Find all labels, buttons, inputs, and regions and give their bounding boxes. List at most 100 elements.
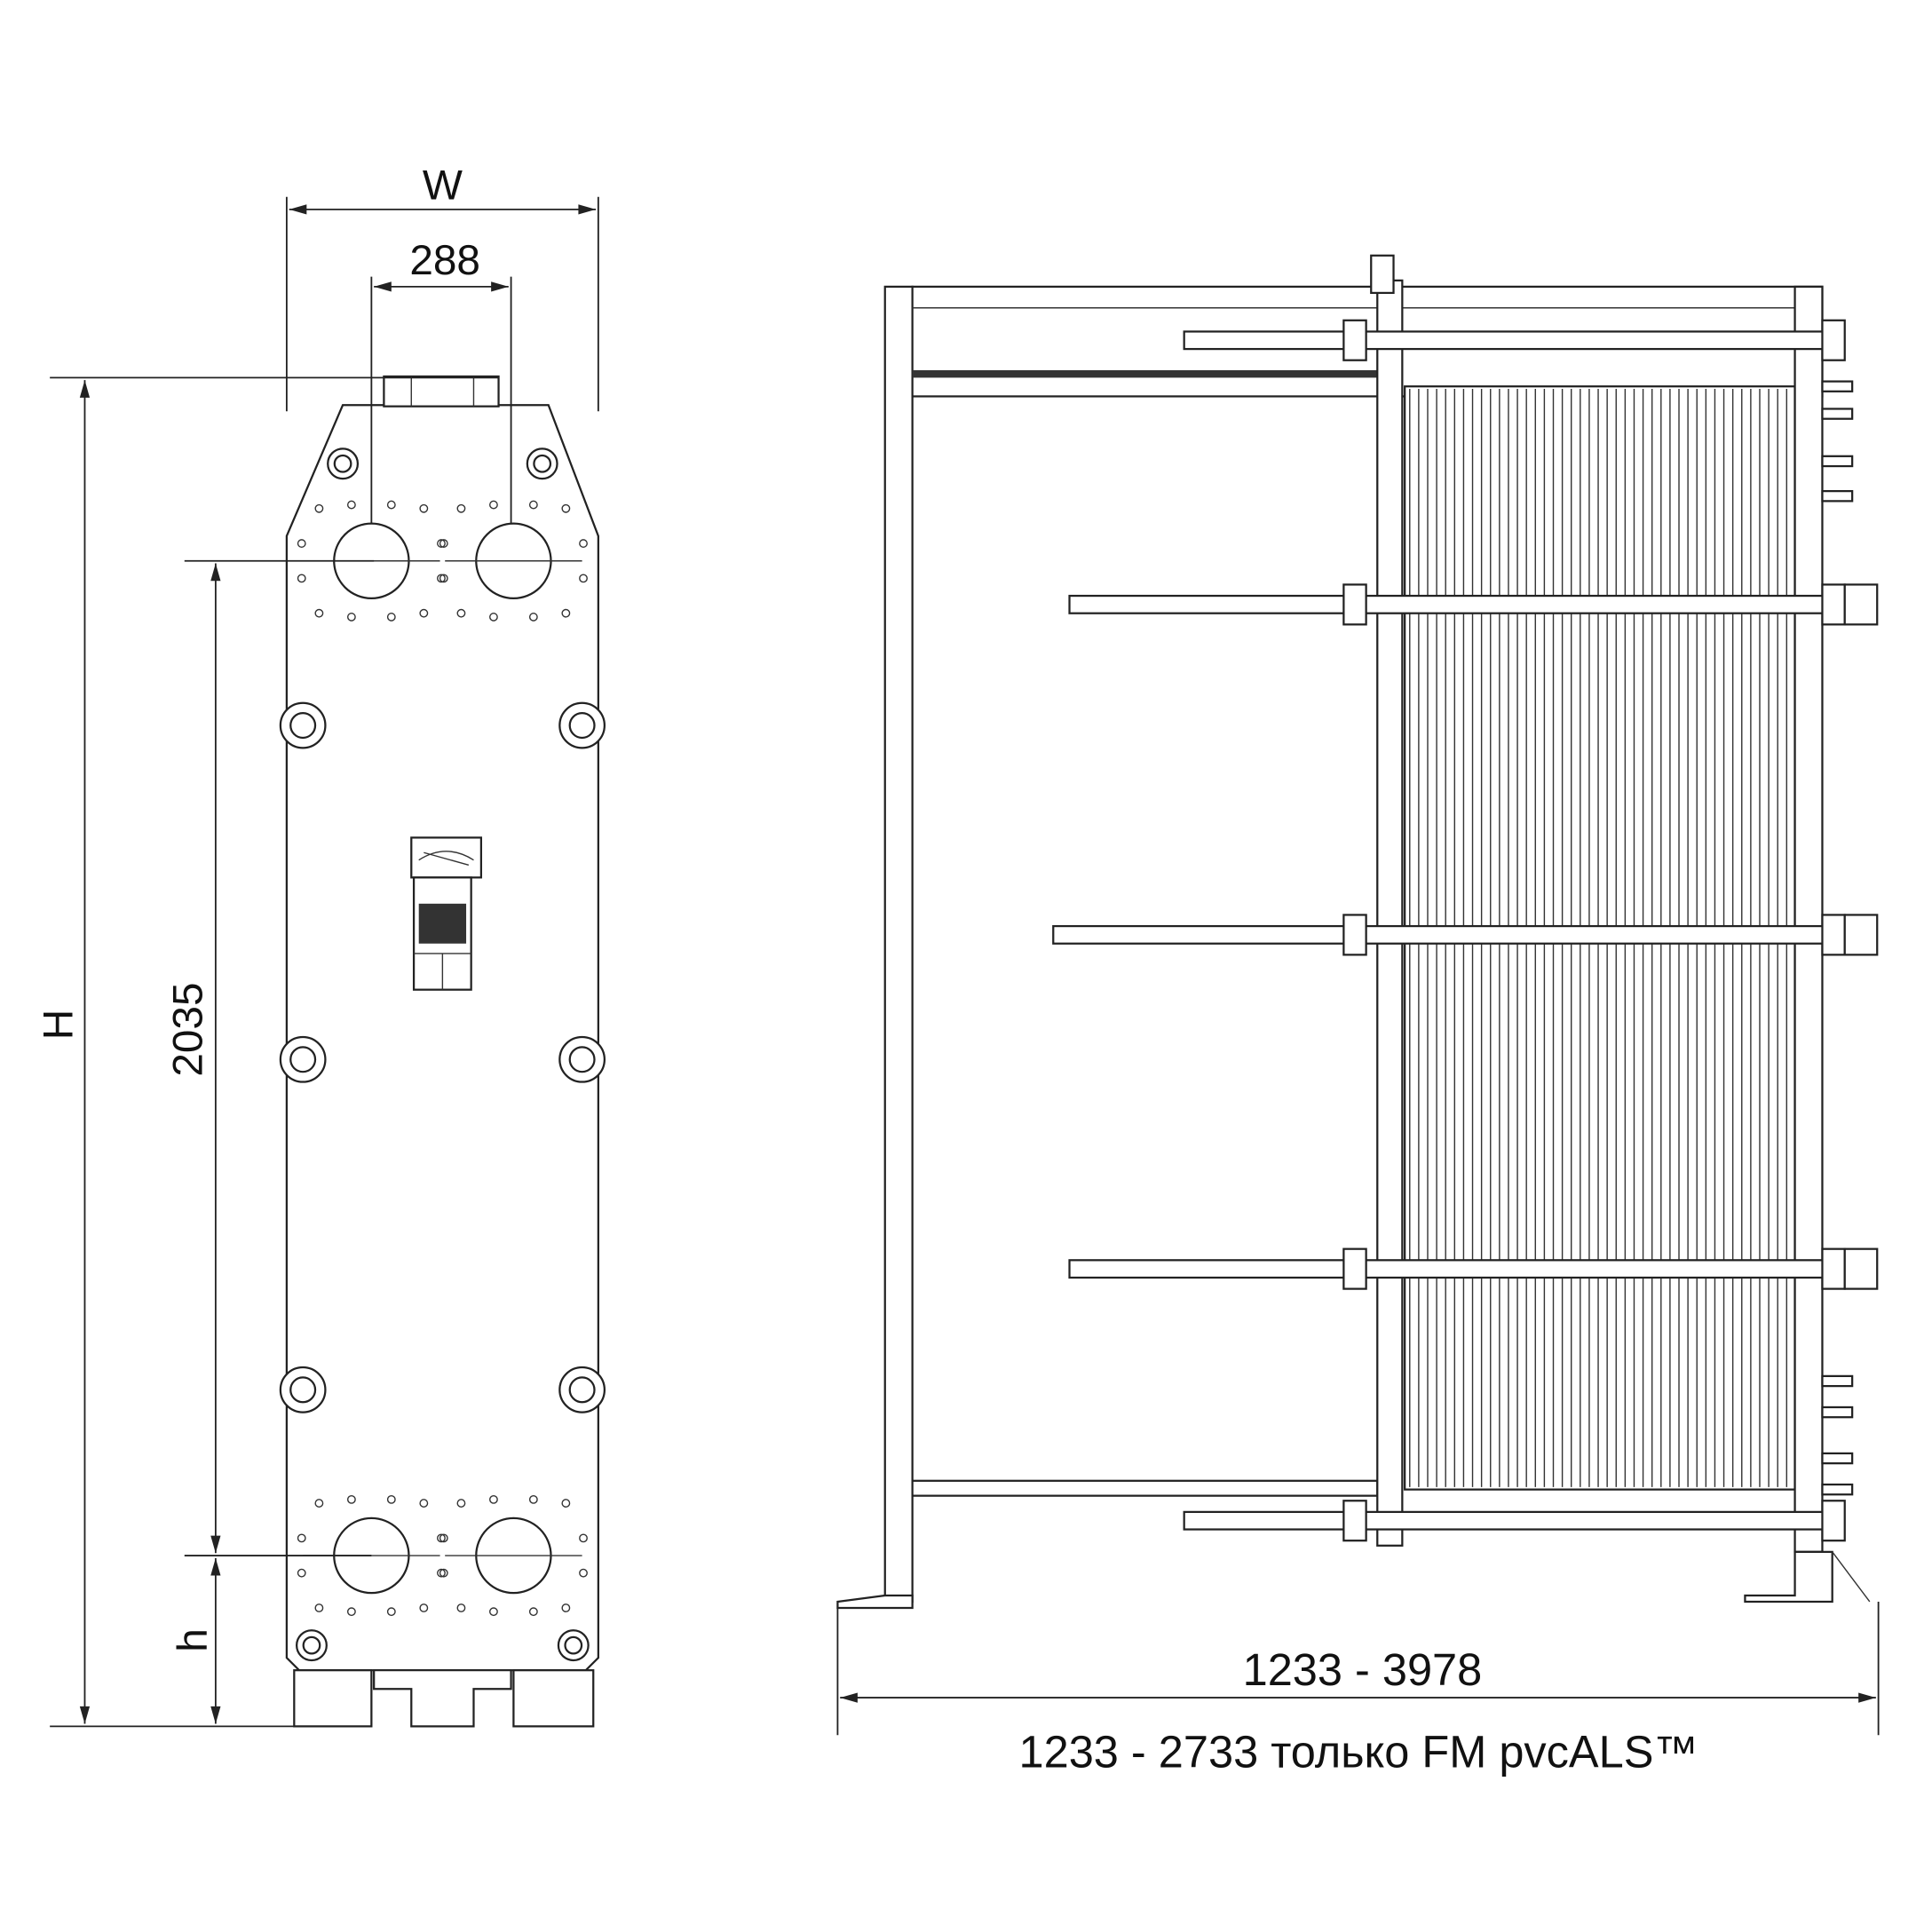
bolt-hole (386, 500, 396, 510)
frame-plate (1793, 285, 1824, 1553)
dimension-port-centers: 2035 (164, 559, 375, 1556)
tightening-bolt (558, 701, 606, 749)
bolt-hole (314, 608, 324, 618)
guiding-bar (911, 1479, 1379, 1497)
bolt-hole (419, 1499, 429, 1508)
bolt-hole (346, 613, 356, 622)
bolt-hole (439, 574, 448, 583)
top-guide-bar (383, 375, 500, 408)
bolt-hole (314, 1499, 324, 1508)
bolt-hole (528, 1494, 538, 1504)
dimension-port-height: h (170, 1557, 221, 1724)
bolt-hole (528, 1607, 538, 1617)
nut (1342, 1247, 1367, 1290)
connection-stud (1821, 490, 1854, 503)
bolt-hole (456, 608, 466, 618)
bolt-head (1843, 914, 1879, 956)
tightening-bolt-bar (1068, 594, 1833, 614)
side-view: 1233 - 3978 1233 - 2733 только FM pvcALS… (836, 254, 1880, 1778)
foot-center (373, 1669, 512, 1728)
nut (1342, 319, 1367, 361)
pressure-plate-roller (1370, 254, 1395, 295)
tightening-bolt (295, 1629, 328, 1662)
height-label: H (35, 1010, 82, 1040)
bolt-hole (346, 1494, 356, 1504)
bolt-hole (297, 574, 306, 583)
connection-stud (1821, 1483, 1854, 1496)
bolt-hole (346, 1607, 356, 1617)
bolt-nut (568, 712, 596, 740)
bolt-hole (439, 1533, 448, 1543)
bolt-hole (419, 608, 429, 618)
foot-left (293, 1669, 373, 1728)
dimension-width: W (285, 162, 599, 412)
bolt-hole (297, 1568, 306, 1578)
nut (1821, 1500, 1846, 1542)
tightening-bolt (279, 1366, 327, 1413)
bolt-hole (579, 1568, 588, 1578)
bolt-hole (456, 1499, 466, 1508)
bolt-hole (579, 539, 588, 549)
bolt-hole (561, 503, 571, 513)
tightening-bolt-bar (1068, 1259, 1833, 1279)
connection-stud (1821, 1452, 1854, 1465)
bolt-hole (561, 1499, 571, 1508)
bolt-nut (568, 1046, 596, 1073)
bolt-hole (346, 500, 356, 510)
foot-right (512, 1669, 595, 1728)
tightening-bolt-bar (1183, 330, 1833, 351)
bolt-hole (579, 574, 588, 583)
bolt-hole (456, 1603, 466, 1612)
tightening-bolt (557, 1629, 590, 1662)
plate-outline (285, 404, 599, 1672)
front-view: W 288 H 2035 (35, 162, 606, 1728)
bolt-hole (528, 613, 538, 622)
tightening-bolt-bar (1052, 924, 1833, 945)
tightening-bolt (558, 1366, 606, 1413)
bolt-nut (568, 1376, 596, 1404)
nut (1821, 583, 1846, 626)
bolt-hole (437, 574, 446, 583)
column-foot (836, 1594, 914, 1610)
bolt-hole (314, 1603, 324, 1612)
connection-stud (1821, 1374, 1854, 1388)
bolt-nut (302, 1635, 321, 1655)
width-label: W (423, 162, 463, 210)
bolt-hole (419, 503, 429, 513)
bolt-hole (437, 539, 446, 549)
port-spacing-label: 288 (409, 237, 480, 284)
frame-foot (1744, 1550, 1833, 1603)
pressure-plate (1376, 279, 1404, 1547)
bolt-nut (333, 454, 352, 473)
bolt-hole (439, 1568, 448, 1578)
port-height-label: h (170, 1628, 217, 1652)
bolt-hole (561, 608, 571, 618)
dimension-length: 1233 - 3978 1233 - 2733 только FM pvcALS… (836, 1601, 1880, 1778)
bolt-hole (456, 503, 466, 513)
tightening-bolt (279, 701, 327, 749)
bolt-hole (297, 1533, 306, 1543)
bolt-hole (386, 1494, 396, 1504)
nut (1821, 1247, 1846, 1290)
bolt-hole (386, 613, 396, 622)
bolt-hole (489, 1494, 498, 1504)
tightening-bolt (526, 447, 558, 480)
bolt-hole (437, 1533, 446, 1543)
bolt-hole (561, 1603, 571, 1612)
pvc-als-note: 1233 - 2733 только FM pvcALS™ (1019, 1727, 1698, 1778)
connection-stud (1821, 380, 1854, 392)
bolt-hole (439, 539, 448, 549)
nut (1821, 319, 1846, 361)
bolt-hole (579, 1533, 588, 1543)
nut (1342, 914, 1367, 956)
port-center-distance-label: 2035 (164, 983, 211, 1077)
bolt-hole (489, 613, 498, 622)
nut (1821, 914, 1846, 956)
bolt-hole (489, 1607, 498, 1617)
bolt-nut (533, 454, 552, 473)
bolt-hole (489, 500, 498, 510)
dimension-height: H (35, 376, 499, 1728)
bolt-head (1843, 583, 1879, 626)
